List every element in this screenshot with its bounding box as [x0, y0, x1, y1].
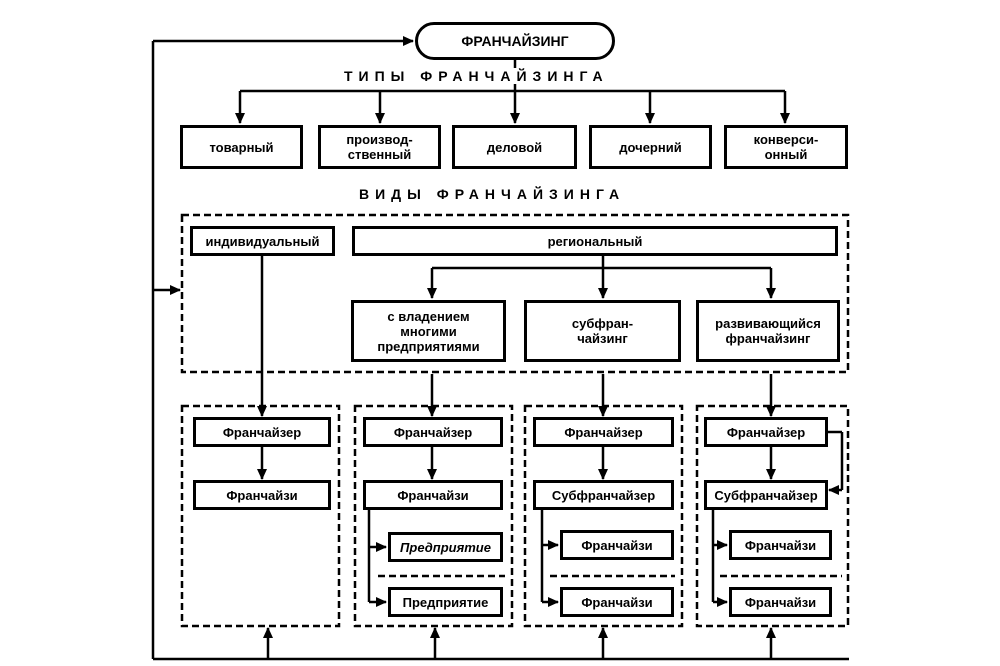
- kind-subfranchising: субфран- чайзинг: [524, 300, 681, 362]
- kind-regional: региональный: [352, 226, 838, 256]
- sub-franchisor: Франчайзер: [533, 417, 674, 447]
- kind-developing: развивающийся франчайзинг: [696, 300, 840, 362]
- multi-franchisee: Франчайзи: [363, 480, 503, 510]
- root-franchising: ФРАНЧАЙЗИНГ: [415, 22, 615, 60]
- sub-subfranchisor: Субфранчайзер: [533, 480, 674, 510]
- kind-multi-unit: с владением многими предприятиями: [351, 300, 506, 362]
- sub-franchisee-2: Франчайзи: [560, 587, 674, 617]
- individual-franchisor: Франчайзер: [193, 417, 331, 447]
- kind-individual: индивидуальный: [190, 226, 335, 256]
- type-subsidiary: дочерний: [589, 125, 712, 169]
- scheme-frame-dev: [695, 404, 850, 628]
- kinds-frame: [180, 213, 850, 374]
- type-business: деловой: [452, 125, 577, 169]
- type-production: производ- ственный: [318, 125, 441, 169]
- type-goods: товарный: [180, 125, 303, 169]
- multi-franchisor: Франчайзер: [363, 417, 503, 447]
- type-conversion: конверси- онный: [724, 125, 848, 169]
- kinds-heading: ВИДЫ ФРАНЧАЙЗИНГА: [355, 186, 630, 202]
- types-heading: ТИПЫ ФРАНЧАЙЗИНГА: [340, 68, 613, 84]
- individual-franchisee: Франчайзи: [193, 480, 331, 510]
- multi-enterprise-1: Предприятие: [388, 532, 503, 562]
- multi-enterprise-2: Предприятие: [388, 587, 503, 617]
- sub-franchisee-1: Франчайзи: [560, 530, 674, 560]
- dev-franchisee-1: Франчайзи: [729, 530, 832, 560]
- dev-subfranchisor: Субфранчайзер: [704, 480, 828, 510]
- dev-franchisor: Франчайзер: [704, 417, 828, 447]
- dev-franchisee-2: Франчайзи: [729, 587, 832, 617]
